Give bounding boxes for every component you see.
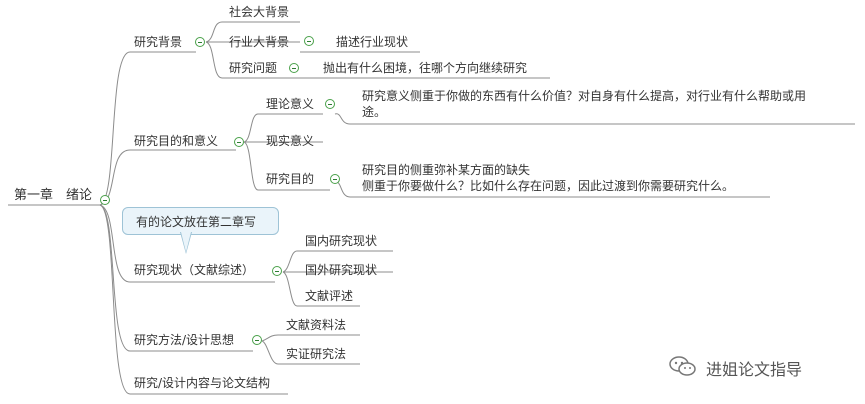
branch-content-structure[interactable]: 研究/设计内容与论文结构 [134,376,271,390]
note-purpose-line2[interactable]: 侧重于你要做什么？比如什么存在问题，因此过渡到你需要研究什么。 [362,179,735,193]
callout-box[interactable]: 有的论文放在第二章写 [122,207,279,235]
collapse-toggle-icon[interactable] [289,63,299,73]
collapse-toggle-icon[interactable] [304,36,314,46]
node-industry-background[interactable]: 行业大背景 [229,35,290,49]
collapse-toggle-icon[interactable] [330,174,340,184]
node-literature-method[interactable]: 文献资料法 [286,318,347,332]
branch-purpose-significance[interactable]: 研究目的和意义 [134,134,219,148]
note-theoretical-line2[interactable]: 途。 [362,105,387,119]
note-research-question[interactable]: 抛出有什么困境，往哪个方向继续研究 [323,61,528,75]
node-foreign-status[interactable]: 国外研究现状 [305,263,378,277]
node-social-background[interactable]: 社会大背景 [229,5,290,19]
branch-research-status[interactable]: 研究现状（文献综述） [134,263,255,277]
node-research-question[interactable]: 研究问题 [229,61,278,75]
wechat-icon [669,356,696,376]
callout-text: 有的论文放在第二章写 [136,215,257,229]
collapse-toggle-icon[interactable] [325,99,335,109]
root-node[interactable]: 第一章 绪论 [14,188,93,203]
collapse-toggle-icon[interactable] [100,195,110,205]
collapse-toggle-icon[interactable] [195,37,205,47]
node-research-purpose[interactable]: 研究目的 [266,172,315,186]
note-industry-status[interactable]: 描述行业现状 [336,35,409,49]
collapse-toggle-icon[interactable] [252,335,262,345]
callout-tail-fill [181,232,191,252]
node-literature-review[interactable]: 文献评述 [305,289,354,303]
collapse-toggle-icon[interactable] [234,137,244,147]
note-theoretical-line1[interactable]: 研究意义侧重于你做的东西有什么价值？对自身有什么提高，对行业有什么帮助或用 [362,89,807,103]
node-domestic-status[interactable]: 国内研究现状 [305,234,378,248]
branch-research-methods[interactable]: 研究方法/设计思想 [134,333,235,347]
node-empirical-method[interactable]: 实证研究法 [286,347,347,361]
branch-research-background[interactable]: 研究背景 [134,35,183,49]
node-practical-significance[interactable]: 现实意义 [266,134,315,148]
node-theoretical-significance[interactable]: 理论意义 [266,97,315,111]
collapse-toggle-icon[interactable] [272,266,282,276]
watermark-text: 进姐论文指导 [706,360,803,379]
note-purpose-line1[interactable]: 研究目的侧重弥补某方面的缺失 [362,163,531,177]
